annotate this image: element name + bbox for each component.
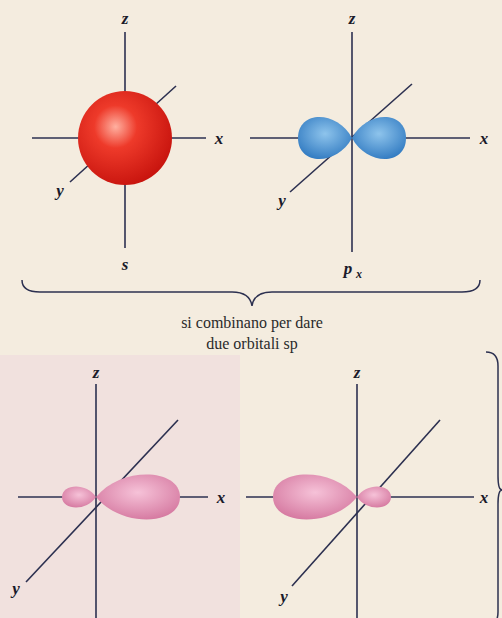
axis-label: x — [215, 130, 224, 147]
sp-orbital — [62, 474, 391, 519]
panel-ground — [0, 355, 240, 618]
axis-label: x — [217, 489, 226, 506]
orbital-name: s — [122, 256, 129, 273]
brace — [22, 280, 480, 306]
axis-label: z — [122, 10, 129, 27]
p-orbital — [298, 117, 406, 159]
axis-label: z — [93, 364, 100, 381]
axis-label: y — [278, 192, 286, 209]
axis-label: z — [349, 10, 356, 27]
axis-label: y — [280, 588, 288, 605]
orbital-subscript: x — [356, 268, 362, 280]
axis-label: x — [480, 130, 489, 147]
axis-label: z — [354, 364, 361, 381]
axis-label: y — [56, 182, 64, 199]
caption-text: si combinano per dare due orbitali sp — [171, 313, 333, 355]
axes — [18, 32, 474, 618]
orbital-name: p — [344, 260, 353, 277]
bracket — [486, 352, 502, 618]
s-orbital — [78, 91, 172, 185]
axis-label: y — [12, 580, 20, 597]
axis-label: x — [480, 489, 489, 506]
